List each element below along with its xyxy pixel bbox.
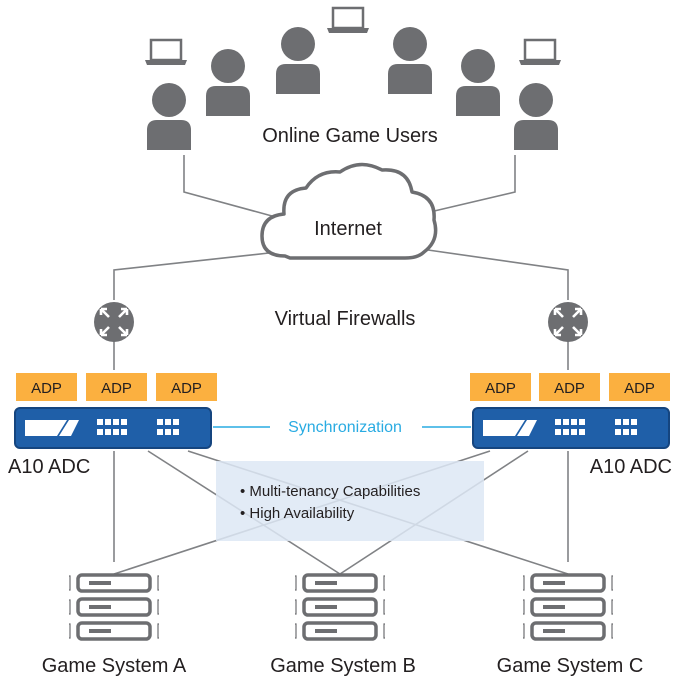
person-icon	[388, 27, 432, 94]
server-icon	[67, 621, 161, 641]
internet-label: Internet	[314, 218, 382, 240]
person-icon	[514, 83, 558, 150]
server-stack-c	[521, 573, 615, 641]
server-stack-a	[67, 573, 161, 641]
adc-device-left	[14, 407, 212, 449]
adc-device-right	[472, 407, 670, 449]
adc-left-label: A10 ADC	[8, 456, 90, 478]
capability-item: • Multi-tenancy Capabilities	[240, 483, 420, 500]
adp-label: ADP	[101, 380, 132, 397]
firewalls-label: Virtual Firewalls	[275, 308, 416, 330]
server-icon	[521, 573, 615, 593]
server-icon	[521, 597, 615, 617]
server-icon	[293, 621, 387, 641]
adp-label: ADP	[485, 380, 516, 397]
system-label-c: Game System C	[497, 655, 644, 677]
laptop-icon	[517, 38, 563, 67]
adp-group-left: ADP ADP ADP	[16, 373, 217, 401]
adp-box	[86, 373, 147, 401]
router-icon	[92, 300, 136, 344]
server-icon	[521, 621, 615, 641]
adp-group-right: ADP ADP ADP	[470, 373, 670, 401]
router-icon	[546, 300, 590, 344]
adp-label: ADP	[554, 380, 585, 397]
person-icon	[276, 27, 320, 94]
person-icon	[206, 49, 250, 116]
adc-right-label: A10 ADC	[590, 456, 672, 478]
users-label: Online Game Users	[262, 125, 438, 147]
server-stack-b	[293, 573, 387, 641]
adp-label: ADP	[624, 380, 655, 397]
server-icon	[293, 597, 387, 617]
adp-label: ADP	[31, 380, 62, 397]
capability-item: • High Availability	[240, 505, 355, 522]
laptop-icon	[325, 6, 371, 35]
laptop-icon	[143, 38, 189, 67]
person-icon	[147, 83, 191, 150]
adp-box	[156, 373, 217, 401]
system-label-a: Game System A	[42, 655, 187, 677]
adp-box	[609, 373, 670, 401]
person-icon	[456, 49, 500, 116]
capabilities-box	[216, 461, 484, 541]
adp-box	[539, 373, 600, 401]
server-icon	[67, 573, 161, 593]
adp-box	[470, 373, 531, 401]
system-label-b: Game System B	[270, 655, 416, 677]
server-icon	[67, 597, 161, 617]
adp-box	[16, 373, 77, 401]
sync-label: Synchronization	[288, 419, 402, 436]
server-icon	[293, 573, 387, 593]
cloud-icon	[260, 162, 438, 260]
adp-label: ADP	[171, 380, 202, 397]
